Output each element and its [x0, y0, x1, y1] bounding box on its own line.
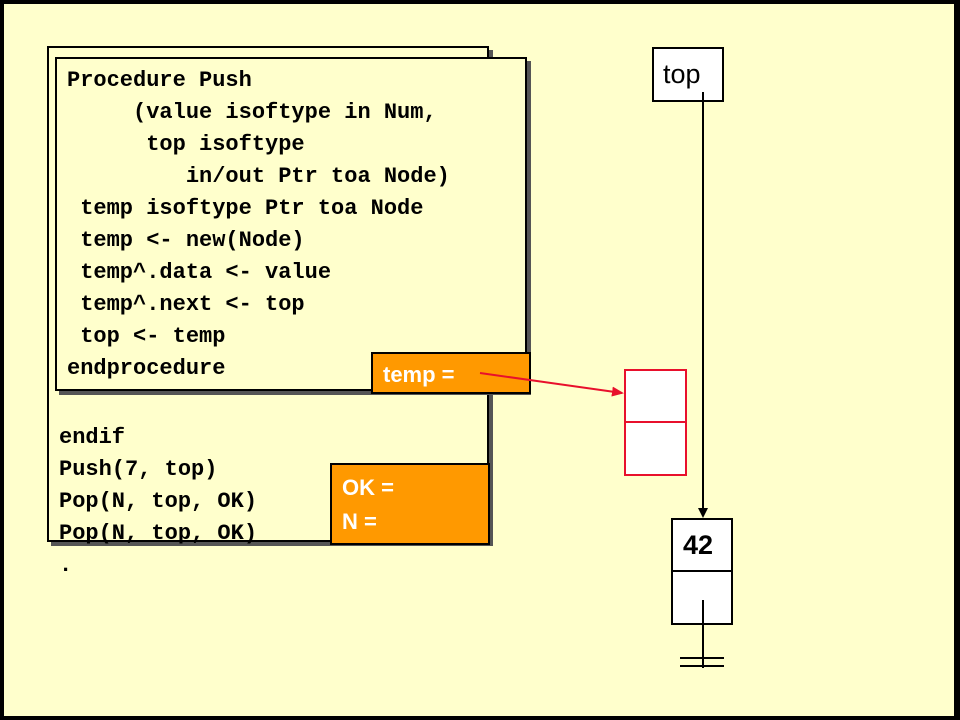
procedure-line: Procedure Push	[67, 68, 252, 93]
ok-label: OK =	[342, 475, 394, 500]
procedure-line: in/out Ptr toa Node)	[67, 164, 450, 189]
procedure-line: (value isoftype in Num,	[67, 100, 437, 125]
node-42-data-cell: 42	[673, 520, 731, 572]
main-code-line: Pop(N, top, OK)	[59, 521, 258, 546]
ok-n-variable-box: OK = N =	[330, 463, 490, 545]
temp-to-new-node-arrow	[479, 372, 624, 397]
n-label: N =	[342, 509, 377, 534]
procedure-line: temp^.next <- top	[67, 292, 305, 317]
main-code-line: endif	[59, 425, 126, 450]
procedure-code-lines: Procedure Push (value isoftype in Num, t…	[67, 65, 450, 385]
main-code-line: Push(7, top)	[59, 457, 218, 482]
procedure-line: top <- temp	[67, 324, 226, 349]
main-code-line: Pop(N, top, OK)	[59, 489, 258, 514]
procedure-line: temp isoftype Ptr toa Node	[67, 196, 424, 221]
node-42-value: 42	[683, 530, 714, 560]
procedure-line: top isoftype	[67, 132, 305, 157]
procedure-line: temp^.data <- value	[67, 260, 332, 285]
top-pointer-box: top	[652, 47, 724, 102]
temp-label: temp =	[383, 362, 455, 387]
procedure-push-box: Procedure Push (value isoftype in Num, t…	[55, 57, 527, 391]
procedure-line-current: temp <- new(Node)	[67, 228, 305, 253]
procedure-line: endprocedure	[67, 356, 226, 381]
main-code-line: .	[59, 553, 73, 578]
temp-variable-box: temp =	[371, 352, 531, 394]
top-label: top	[663, 59, 701, 89]
new-node-data-cell	[626, 371, 685, 423]
new-node	[624, 369, 687, 476]
